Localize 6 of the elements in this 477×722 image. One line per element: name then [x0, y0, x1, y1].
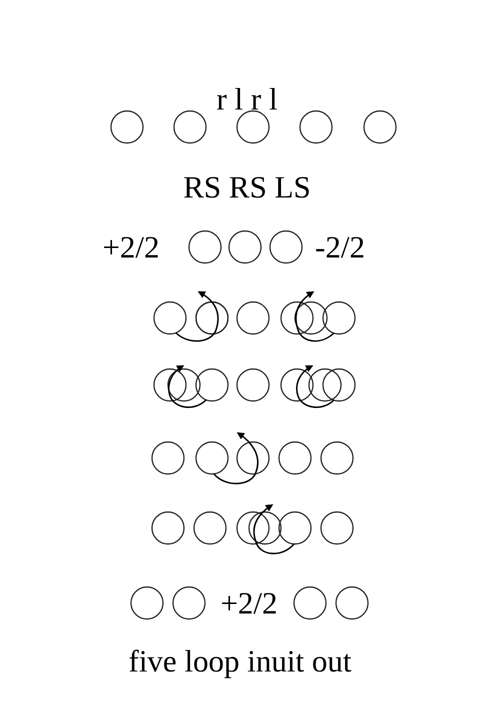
label-text: -2/2: [315, 232, 365, 262]
label-text: r l r l: [216, 84, 278, 114]
label-text: RS RS LS: [183, 172, 311, 202]
caption: five loop inuit out: [128, 646, 352, 676]
label-text: +2/2: [220, 588, 278, 618]
label-text: +2/2: [102, 232, 160, 262]
